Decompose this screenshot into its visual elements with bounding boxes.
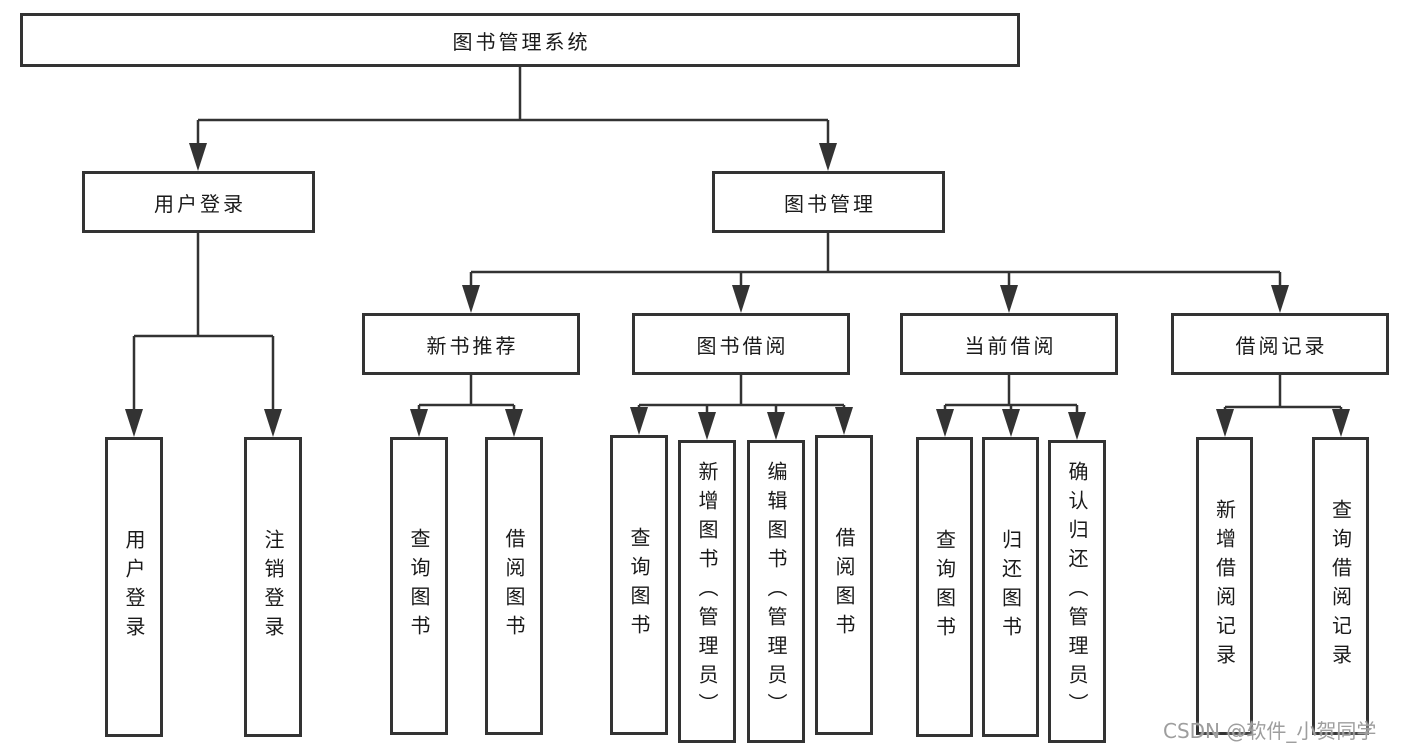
leaf-add-borrow-record-label: 新增借阅记录: [1212, 499, 1237, 673]
leaf-edit-book-admin: 编辑图书（管理员）: [747, 440, 805, 743]
leaf-borrowing-query-book-label: 查询图书: [627, 527, 651, 643]
csdn-watermark: CSDN @软件_小贺同学: [1163, 719, 1377, 743]
node-book-borrowing: 图书借阅: [632, 313, 850, 375]
leaf-confirm-return-admin: 确认归还（管理员）: [1048, 440, 1106, 743]
leaf-newbook-query-book-label: 查询图书: [407, 528, 431, 644]
node-new-book-recommend: 新书推荐: [362, 313, 580, 375]
leaf-confirm-return-admin-label: 确认归还（管理员）: [1065, 461, 1089, 722]
leaf-user-login-label: 用户登录: [122, 529, 146, 645]
leaf-newbook-borrow-book: 借阅图书: [485, 437, 543, 735]
node-borrowing-records: 借阅记录: [1171, 313, 1389, 375]
node-root-system: 图书管理系统: [20, 13, 1020, 67]
leaf-add-book-admin-label: 新增图书（管理员）: [695, 461, 719, 722]
leaf-edit-book-admin-label: 编辑图书（管理员）: [764, 461, 788, 722]
leaf-borrowing-query-book: 查询图书: [610, 435, 668, 735]
leaf-newbook-borrow-book-label: 借阅图书: [502, 528, 526, 644]
leaf-add-book-admin: 新增图书（管理员）: [678, 440, 736, 743]
leaf-return-book: 归还图书: [982, 437, 1039, 737]
leaf-current-query-book-label: 查询图书: [932, 529, 957, 645]
leaf-logout: 注销登录: [244, 437, 302, 737]
leaf-logout-label: 注销登录: [261, 529, 285, 645]
leaf-query-borrow-record: 查询借阅记录: [1312, 437, 1369, 735]
leaf-user-login: 用户登录: [105, 437, 163, 737]
leaf-query-borrow-record-label: 查询借阅记录: [1328, 499, 1353, 673]
leaf-return-book-label: 归还图书: [998, 529, 1023, 645]
node-user-login: 用户登录: [82, 171, 315, 233]
node-current-borrowing: 当前借阅: [900, 313, 1118, 375]
leaf-current-query-book: 查询图书: [916, 437, 973, 737]
leaf-add-borrow-record: 新增借阅记录: [1196, 437, 1253, 735]
leaf-borrowing-borrow-book-label: 借阅图书: [832, 527, 856, 643]
leaf-borrowing-borrow-book: 借阅图书: [815, 435, 873, 735]
leaf-newbook-query-book: 查询图书: [390, 437, 448, 735]
node-book-management: 图书管理: [712, 171, 945, 233]
